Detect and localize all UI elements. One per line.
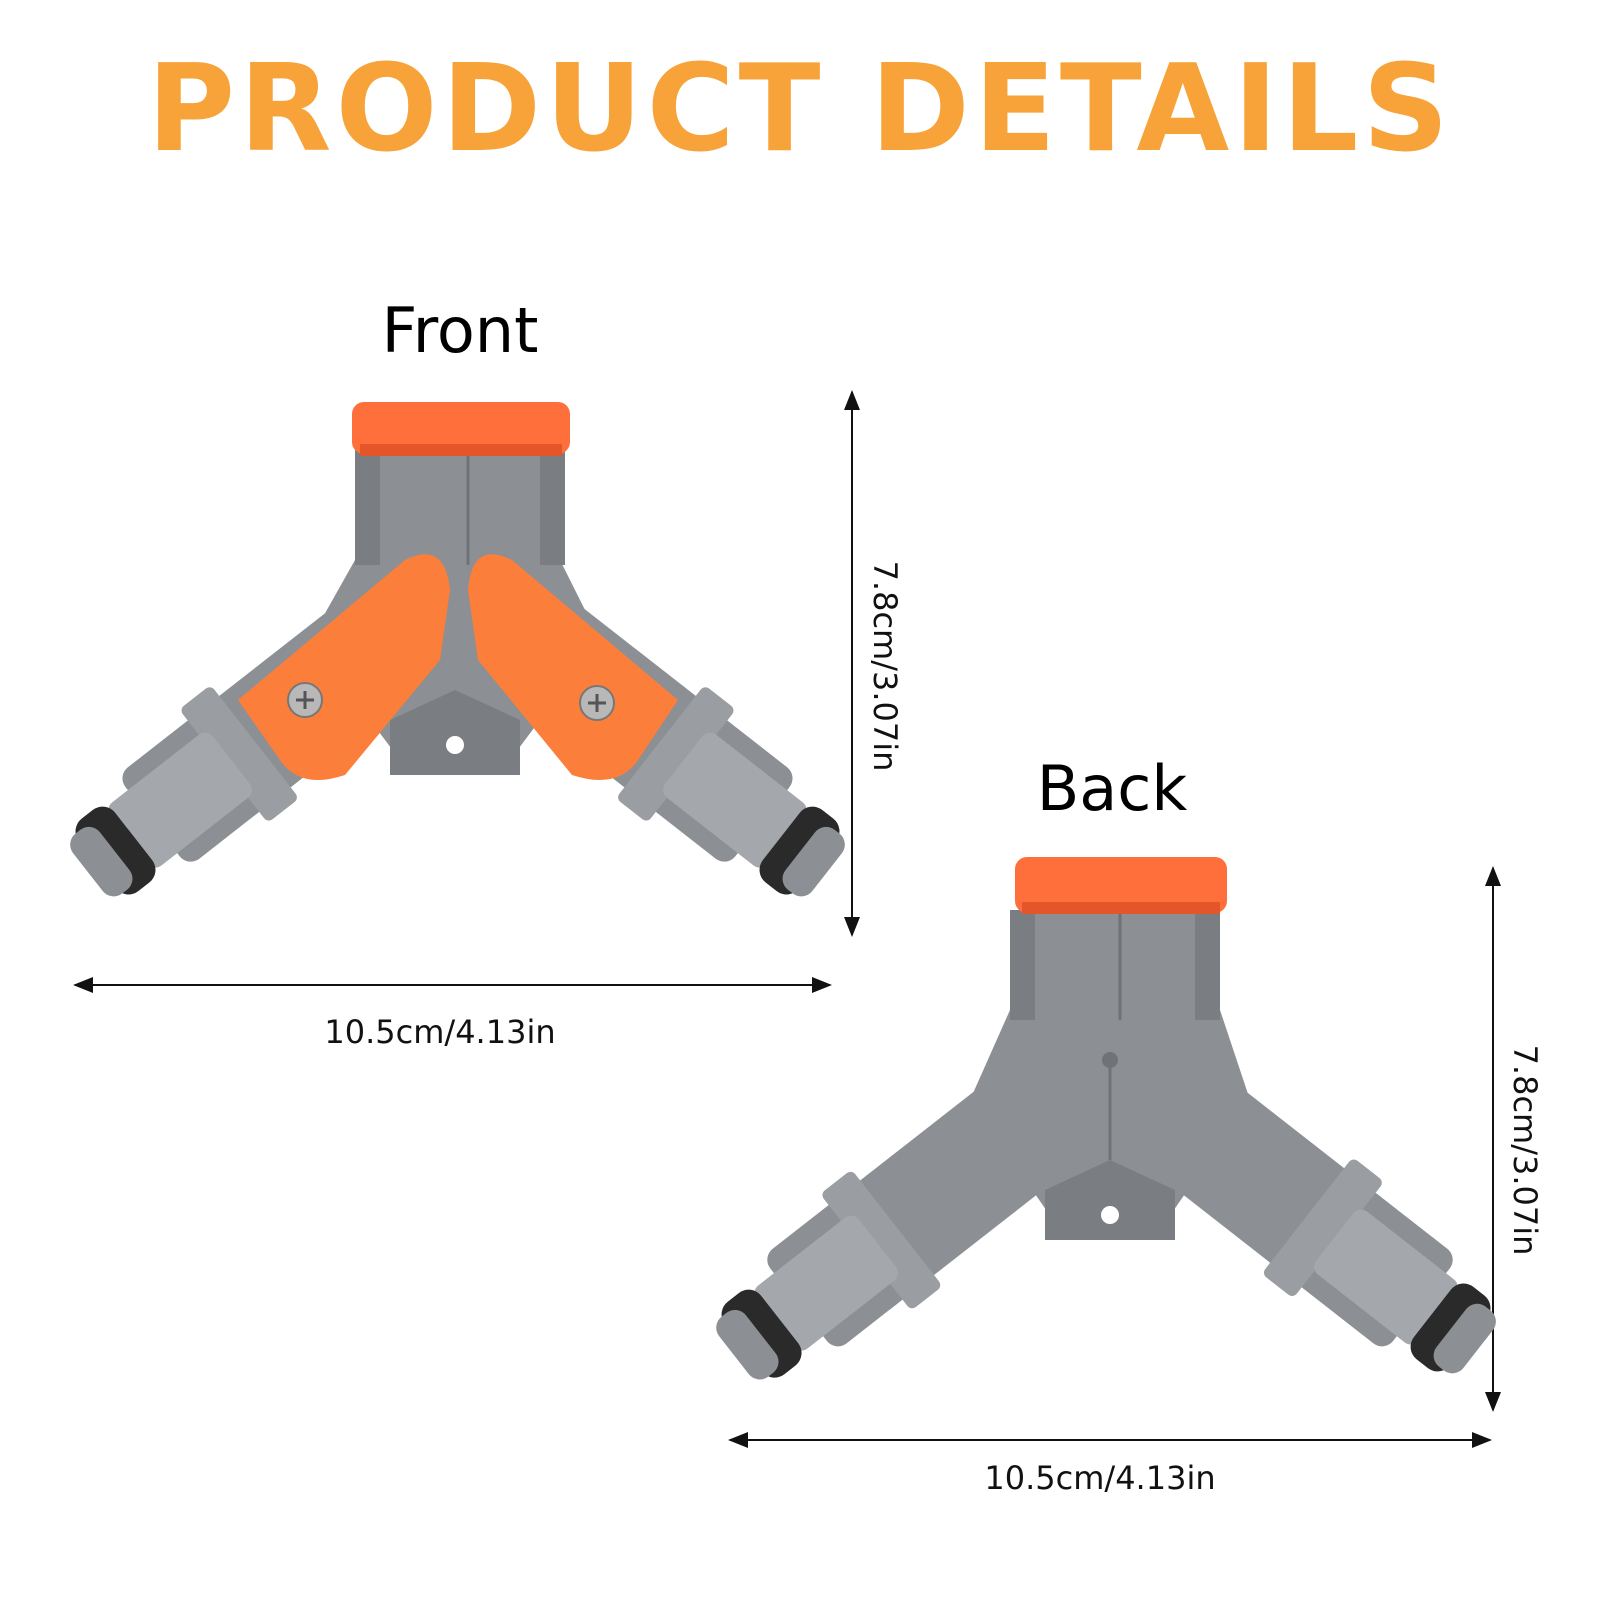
front-width-label: 10.5cm/4.13in <box>324 1013 556 1051</box>
front-connector-illustration <box>70 402 845 897</box>
back-connector-illustration <box>716 857 1496 1380</box>
back-width-label: 10.5cm/4.13in <box>984 1459 1216 1497</box>
front-label: Front <box>381 294 539 367</box>
back-label: Back <box>1036 752 1188 825</box>
page-title: PRODUCT DETAILS <box>147 40 1453 179</box>
